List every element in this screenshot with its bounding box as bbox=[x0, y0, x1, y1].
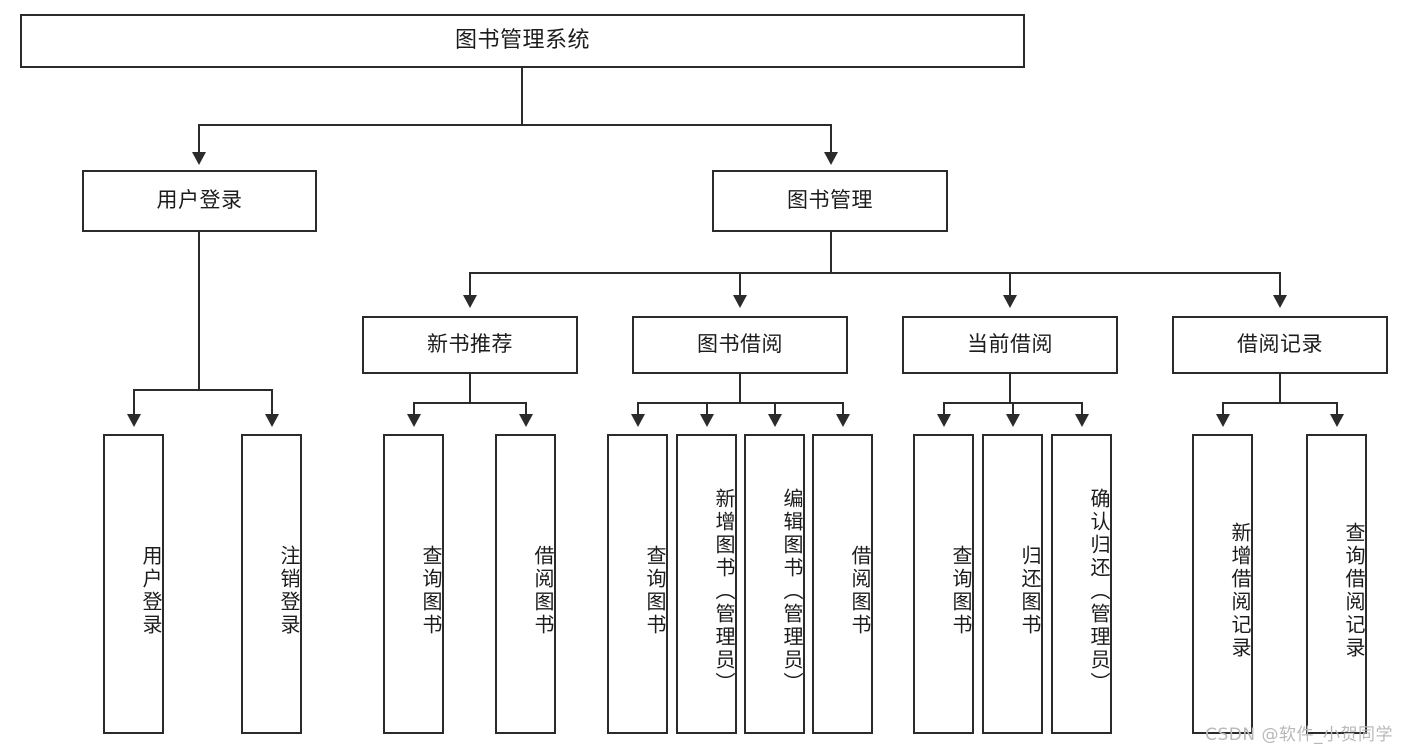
node-leaf-confirm-return[interactable]: 确认归还（管理员） bbox=[1051, 434, 1112, 734]
node-label: 借阅记录 bbox=[1237, 332, 1323, 357]
node-leaf-logout[interactable]: 注销登录 bbox=[241, 434, 302, 734]
connector-bm-c4 bbox=[1279, 272, 1281, 297]
node-label: 借阅图书 bbox=[531, 545, 555, 637]
node-label: 查询图书 bbox=[643, 545, 667, 637]
node-label: 图书管理 bbox=[787, 188, 873, 213]
node-leaf-add-record[interactable]: 新增借阅记录 bbox=[1192, 434, 1253, 734]
connector-nbr-c1 bbox=[413, 402, 415, 416]
node-book-borrow[interactable]: 图书借阅 bbox=[632, 316, 848, 374]
node-label: 图书借阅 bbox=[697, 332, 783, 357]
connector-nbr-bus bbox=[413, 402, 526, 404]
arrowhead-leaf-add-record bbox=[1216, 414, 1230, 427]
connector-cb-c3 bbox=[1081, 402, 1083, 416]
node-leaf-query-book-2[interactable]: 查询图书 bbox=[607, 434, 668, 734]
arrowhead-leaf-query-book-1 bbox=[407, 414, 421, 427]
arrowhead-user-login bbox=[192, 152, 206, 165]
arrowhead-current-borrow bbox=[1003, 295, 1017, 308]
connector-cb-c2 bbox=[1012, 402, 1014, 416]
connector-br-stem bbox=[1279, 374, 1281, 402]
connector-bm-c2 bbox=[739, 272, 741, 297]
node-leaf-query-book-1[interactable]: 查询图书 bbox=[383, 434, 444, 734]
node-borrow-record[interactable]: 借阅记录 bbox=[1172, 316, 1388, 374]
arrowhead-leaf-return-book bbox=[1006, 414, 1020, 427]
node-label: 借阅图书 bbox=[848, 545, 872, 637]
node-label: 新增图书（管理员） bbox=[712, 487, 736, 695]
arrowhead-leaf-query-book-3 bbox=[937, 414, 951, 427]
arrowhead-leaf-add-book bbox=[700, 414, 714, 427]
node-label: 当前借阅 bbox=[967, 332, 1053, 357]
node-leaf-borrow-book-1[interactable]: 借阅图书 bbox=[495, 434, 556, 734]
arrowhead-new-book-rec bbox=[463, 295, 477, 308]
connector-bm-c3 bbox=[1009, 272, 1011, 297]
node-current-borrow[interactable]: 当前借阅 bbox=[902, 316, 1118, 374]
node-label: 查询图书 bbox=[419, 545, 443, 637]
arrowhead-leaf-user-login bbox=[127, 414, 141, 427]
node-label: 用户登录 bbox=[156, 188, 243, 213]
node-label: 新书推荐 bbox=[427, 332, 513, 357]
node-leaf-return-book[interactable]: 归还图书 bbox=[982, 434, 1043, 734]
connector-user-login-l2 bbox=[271, 389, 273, 416]
connector-br-c1 bbox=[1222, 402, 1224, 416]
connector-bb-bus bbox=[637, 402, 843, 404]
node-root-system[interactable]: 图书管理系统 bbox=[20, 14, 1025, 68]
node-leaf-query-book-3[interactable]: 查询图书 bbox=[913, 434, 974, 734]
connector-book-manage-bus bbox=[469, 272, 1281, 274]
node-label: 注销登录 bbox=[277, 545, 301, 637]
arrowhead-leaf-query-book-2 bbox=[631, 414, 645, 427]
connector-bb-c3 bbox=[774, 402, 776, 416]
node-label: 归还图书 bbox=[1018, 545, 1042, 637]
node-leaf-query-record[interactable]: 查询借阅记录 bbox=[1306, 434, 1367, 734]
connector-bb-stem bbox=[739, 374, 741, 402]
connector-book-manage-stem bbox=[830, 232, 832, 272]
node-book-manage[interactable]: 图书管理 bbox=[712, 170, 948, 232]
connector-bb-c1 bbox=[637, 402, 639, 416]
connector-user-login-stem bbox=[198, 232, 200, 389]
arrowhead-leaf-logout bbox=[265, 414, 279, 427]
arrowhead-book-borrow bbox=[733, 295, 747, 308]
connector-cb-stem bbox=[1009, 374, 1011, 402]
connector-cb-c1 bbox=[943, 402, 945, 416]
connector-root-stem bbox=[521, 68, 523, 124]
connector-br-bus bbox=[1222, 402, 1337, 404]
connector-user-login-l1 bbox=[133, 389, 135, 416]
node-label: 编辑图书（管理员） bbox=[780, 487, 804, 695]
node-label: 图书管理系统 bbox=[454, 27, 590, 53]
arrowhead-leaf-edit-book bbox=[768, 414, 782, 427]
connector-to-book-manage bbox=[830, 124, 832, 154]
node-leaf-user-login[interactable]: 用户登录 bbox=[103, 434, 164, 734]
arrowhead-leaf-query-record bbox=[1330, 414, 1344, 427]
connector-bm-c1 bbox=[469, 272, 471, 297]
csdn-watermark: CSDN @软件_小贺同学 bbox=[1205, 725, 1393, 745]
node-leaf-add-book[interactable]: 新增图书（管理员） bbox=[676, 434, 737, 734]
node-label: 用户登录 bbox=[139, 545, 163, 637]
node-label: 查询借阅记录 bbox=[1342, 522, 1366, 660]
connector-nbr-stem bbox=[469, 374, 471, 402]
node-leaf-borrow-book-2[interactable]: 借阅图书 bbox=[812, 434, 873, 734]
arrowhead-leaf-borrow-book-2 bbox=[836, 414, 850, 427]
arrowhead-book-manage bbox=[824, 152, 838, 165]
connector-br-c2 bbox=[1336, 402, 1338, 416]
node-user-login[interactable]: 用户登录 bbox=[82, 170, 317, 232]
connector-bb-c4 bbox=[842, 402, 844, 416]
arrowhead-borrow-record bbox=[1273, 295, 1287, 308]
arrowhead-leaf-borrow-book-1 bbox=[519, 414, 533, 427]
connector-user-login-bus bbox=[133, 389, 272, 391]
node-leaf-edit-book[interactable]: 编辑图书（管理员） bbox=[744, 434, 805, 734]
node-new-book-rec[interactable]: 新书推荐 bbox=[362, 316, 578, 374]
node-label: 查询图书 bbox=[949, 545, 973, 637]
connector-root-bus bbox=[198, 124, 832, 126]
connector-nbr-c2 bbox=[525, 402, 527, 416]
node-label: 新增借阅记录 bbox=[1228, 522, 1252, 660]
arrowhead-leaf-confirm-return bbox=[1075, 414, 1089, 427]
connector-to-user-login bbox=[198, 124, 200, 154]
node-label: 确认归还（管理员） bbox=[1087, 487, 1111, 695]
connector-bb-c2 bbox=[706, 402, 708, 416]
